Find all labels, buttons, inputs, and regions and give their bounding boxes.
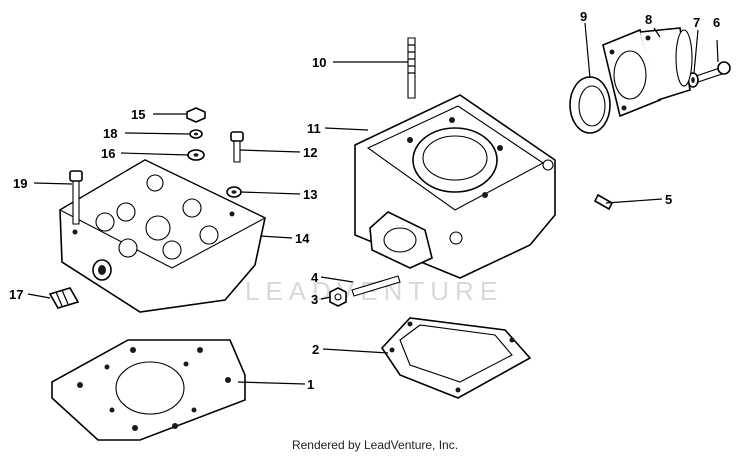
callout-6: 6 [713, 15, 720, 30]
intake-adapter [602, 27, 693, 118]
stud-short [351, 275, 401, 297]
callout-16: 16 [101, 146, 115, 161]
base-gasket [380, 317, 532, 399]
callout-8: 8 [645, 12, 652, 27]
spark-plug [48, 287, 80, 309]
cylinder-head [58, 159, 267, 313]
callout-1: 1 [307, 377, 314, 392]
set-screw [593, 193, 614, 211]
callout-3: 3 [311, 292, 318, 307]
leader-lines [27, 22, 719, 385]
callout-15: 15 [131, 107, 145, 122]
callout-9: 9 [580, 9, 587, 24]
nut [329, 287, 347, 307]
render-credit: Rendered by LeadVenture, Inc. [291, 438, 459, 452]
callout-14: 14 [295, 231, 310, 246]
head-bolt [230, 131, 244, 163]
callout-19: 19 [13, 176, 27, 191]
head-gasket [51, 339, 246, 441]
flat-washer [226, 186, 242, 198]
intake-gasket [569, 76, 611, 134]
callout-13: 13 [303, 187, 317, 202]
callout-2: 2 [312, 342, 319, 357]
watermark-text: LEADVENTURE [245, 276, 503, 306]
callout-5: 5 [665, 192, 672, 207]
callout-labels: 1 2 3 4 5 6 7 8 9 10 11 12 13 14 15 16 1… [9, 9, 720, 392]
stud-long [407, 37, 416, 99]
long-bolt [69, 170, 83, 225]
callout-17: 17 [9, 287, 23, 302]
callout-4: 4 [311, 270, 319, 285]
acorn-nut [186, 107, 206, 123]
callout-12: 12 [303, 145, 317, 160]
callout-7: 7 [693, 15, 700, 30]
cylinder [354, 94, 556, 279]
split-lock-washer [189, 129, 203, 139]
callout-10: 10 [312, 55, 326, 70]
plain-washer [187, 149, 205, 161]
callout-18: 18 [103, 126, 117, 141]
callout-11: 11 [307, 121, 321, 136]
